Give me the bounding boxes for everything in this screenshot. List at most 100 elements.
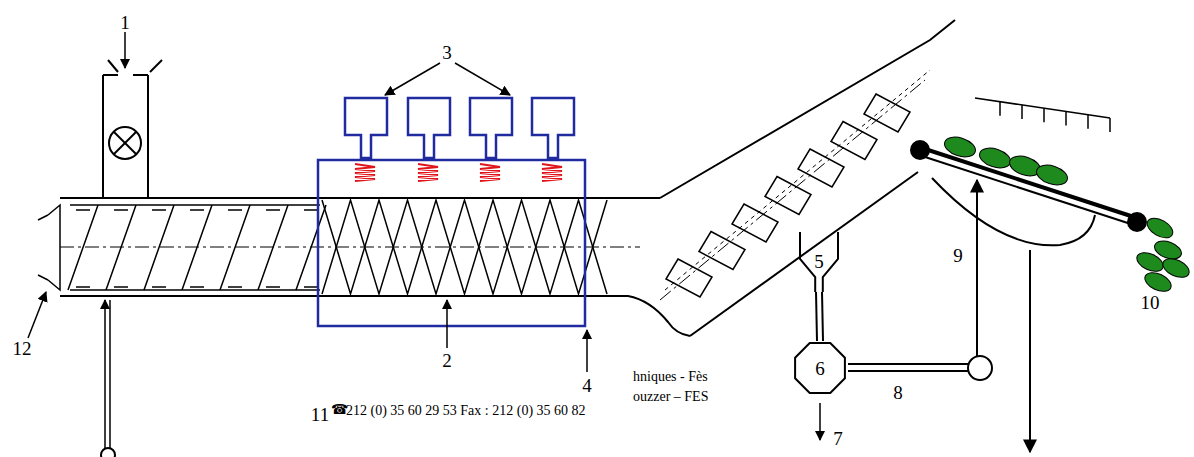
heater-box	[532, 98, 574, 158]
hood-tick	[1109, 118, 1111, 132]
heating-coil	[418, 164, 438, 181]
outline-path	[800, 232, 838, 292]
screw-root	[70, 289, 320, 291]
leader-line	[455, 63, 510, 95]
pipe-wall	[816, 292, 817, 341]
return-line	[976, 180, 978, 356]
screw-flight	[798, 149, 844, 187]
leader-line	[446, 300, 448, 348]
screw-flight	[190, 286, 204, 288]
valve-cross	[114, 132, 136, 154]
heating-coil	[480, 164, 500, 181]
screw-flight	[304, 286, 318, 288]
screw-flight	[258, 205, 288, 290]
feed-tube	[102, 75, 104, 198]
hood	[975, 98, 1110, 118]
screw-flight	[114, 209, 128, 211]
heating-coil	[355, 164, 375, 181]
screw-flight	[228, 209, 242, 211]
screw-flight	[76, 209, 90, 211]
screw-flight	[144, 205, 174, 290]
callout-number: 3	[442, 43, 452, 62]
hood-tick	[1065, 111, 1067, 125]
screw-flight	[152, 286, 166, 288]
hood-tick	[1043, 108, 1045, 122]
note-text: hniques - Fès	[633, 370, 708, 384]
callout-number: 2	[442, 351, 452, 370]
callout-number: 10	[1141, 293, 1160, 312]
pump-octagon: 6	[792, 340, 848, 396]
pellet	[977, 144, 1013, 171]
inlet-valve	[101, 448, 115, 457]
heater-box	[470, 98, 512, 158]
screw-flight	[220, 205, 250, 290]
barrel-wall	[60, 296, 690, 336]
pellet	[1144, 214, 1176, 242]
screw-flight	[76, 286, 90, 288]
screw-flight	[322, 200, 607, 294]
callout-number: 4	[582, 376, 592, 395]
leader-line	[586, 330, 588, 372]
screw-flight	[699, 232, 745, 270]
sieve-belt	[922, 148, 1137, 218]
heater-box	[408, 98, 450, 158]
hood-tick	[1087, 115, 1089, 129]
screw-flight	[190, 209, 204, 211]
screw-flight	[732, 204, 778, 242]
screw-flight	[152, 209, 166, 211]
screw-flight	[182, 205, 212, 290]
heating-coil	[542, 164, 562, 181]
screw-flight	[322, 200, 607, 294]
hopper-edge	[108, 60, 118, 72]
roller	[1127, 212, 1147, 232]
pipe-wall	[822, 292, 823, 341]
callout-number: 5	[814, 252, 824, 271]
inlet-line	[104, 300, 106, 448]
callout-number: 1	[120, 13, 130, 32]
feed-tube	[133, 74, 148, 76]
pellet	[1134, 249, 1166, 275]
roller	[910, 140, 930, 160]
axis	[60, 247, 640, 248]
screw-flight	[106, 205, 136, 290]
callout-number: 8	[893, 383, 903, 402]
callout-number: 9	[953, 246, 963, 265]
outlet-line	[819, 403, 821, 440]
screw-flight	[831, 122, 877, 160]
callout-number: 6	[815, 359, 825, 378]
callout-number: 7	[833, 429, 843, 448]
feed-tube	[147, 75, 149, 198]
feed-valve	[109, 127, 141, 159]
screw-flight	[864, 94, 910, 132]
axis	[665, 70, 930, 290]
heater-jacket	[318, 160, 585, 326]
screw-flight	[666, 259, 712, 297]
feed-tube	[103, 74, 118, 76]
screw-root	[70, 204, 320, 206]
screw-flight	[266, 209, 280, 211]
screw-flight	[228, 286, 242, 288]
pump	[968, 356, 992, 380]
rotation-mark	[48, 205, 60, 290]
callout-number: 12	[13, 339, 32, 358]
screw-flight	[114, 286, 128, 288]
screw-flight	[68, 205, 98, 290]
barrel-wall	[60, 197, 660, 199]
outline-path	[795, 343, 845, 393]
pellet	[1034, 161, 1070, 188]
feed-arrow	[124, 32, 126, 68]
leader-line	[28, 292, 46, 338]
drain-line	[1029, 250, 1031, 452]
pipe	[848, 370, 968, 372]
leader-line	[385, 63, 440, 95]
hopper-edge	[150, 60, 162, 72]
axis	[660, 80, 925, 300]
pipe	[848, 363, 968, 365]
screw-flight	[296, 205, 326, 290]
screw-flight	[765, 177, 811, 215]
valve-cross	[114, 132, 136, 154]
pellet	[942, 133, 978, 160]
